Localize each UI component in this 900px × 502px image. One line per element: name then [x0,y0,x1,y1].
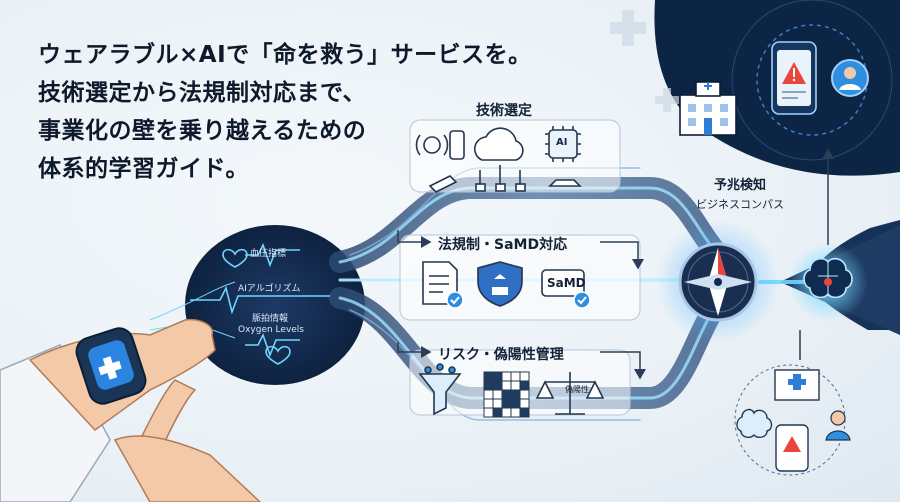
compass-label: 予兆検知 ビジネスコンパス [680,176,800,214]
bracket-arrows [397,148,834,380]
compass-title: 予兆検知 [713,178,766,193]
data-label-oxygen: Oxygen Levels [238,325,304,335]
document-icon [422,261,458,305]
brain-icon [736,408,773,439]
compass-icon [656,220,780,344]
false-positive-tag: 偽陽性 [565,385,589,394]
doctor-icon [825,410,851,441]
decorative-crosses [610,10,679,112]
compass-subtitle: ビジネスコンパス [696,198,784,211]
regulation-title: 法規制・SaMD対応 [438,237,568,253]
arm-with-smartwatch [0,318,262,502]
tech-icons [415,126,582,193]
pulse-lines [149,242,330,358]
wearable-data-oval [185,225,365,385]
heart-icon [222,248,291,365]
smartphone-alert-icon [771,41,817,115]
scale-icon [535,372,605,415]
shield-icon [477,261,523,307]
headline-line-1: ウェアラブル×AIで「命を救う」サービスを。 [38,42,532,68]
ai-chip-label: AI [556,137,568,148]
regulation-icons [422,261,591,309]
hospital-icon [774,369,820,401]
headline-line-4: 体系的学習ガイド。 [38,156,250,182]
brain-icon [788,242,868,322]
headline: ウェアラブル×AIで「命を救う」サービスを。 技術選定から法規制対応まで、 事業… [38,36,532,188]
headline-line-3: 事業化の壁を乗り越えるための [38,118,367,144]
data-label-pulse: 脈拍情報 [252,314,289,324]
smartphone-alert-icon [775,424,809,472]
doctor-icon [831,59,869,97]
funnel-icon [418,373,462,416]
tech-selection-title: 技術選定 [476,103,532,119]
data-label-blood-pressure: 血圧指標 [250,249,287,259]
samd-badge [541,269,585,297]
risk-title: リスク・偽陽性管理 [438,347,564,363]
matrix-icon [483,371,530,418]
data-label-ai-algorithm: AIアルゴリズム [238,284,301,294]
risk-icons [418,363,462,416]
samd-badge-label: SaMD [547,276,586,290]
server-cloud-icon [473,127,524,161]
headline-line-2: 技術選定から法規制対応まで、 [38,80,367,106]
hospital-icon [679,81,737,136]
